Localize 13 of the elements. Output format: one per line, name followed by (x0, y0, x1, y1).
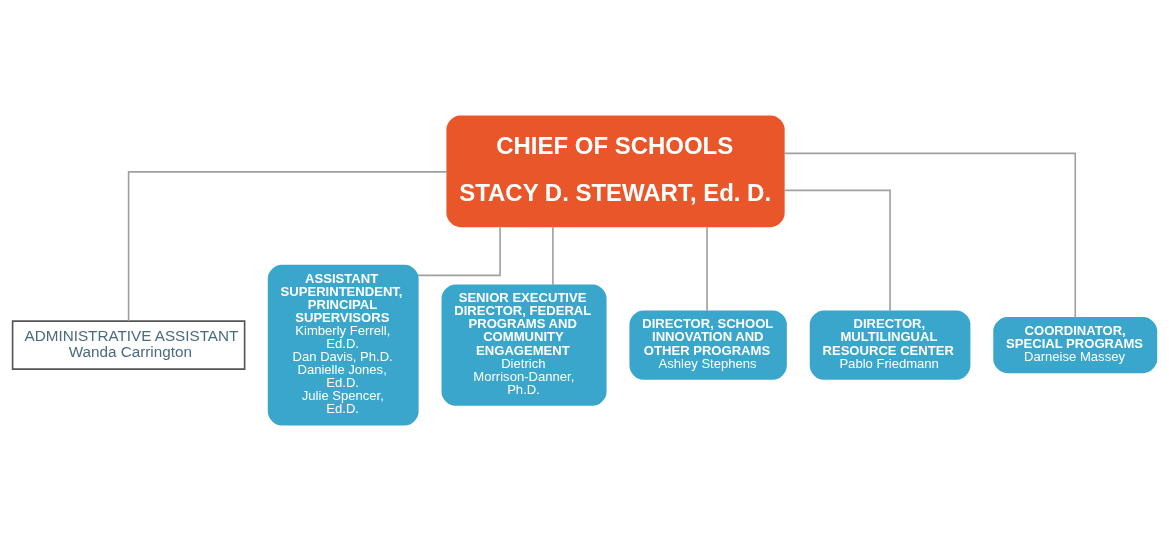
node-box: DIRECTOR, MULTILINGUAL RESOURCE CENTER Pablo Friedmann (809, 310, 971, 380)
node-box: DIRECTOR, SCHOOL INNOVATION AND OTHER PROGRAMS Ashley Stephens (629, 310, 787, 380)
connector (417, 225, 501, 276)
connector (127, 170, 448, 322)
connector (706, 225, 708, 312)
node-box: COORDINATOR, SPECIAL PROGRAMS Darneise Massey (993, 316, 1158, 373)
connector (552, 225, 554, 286)
node-box: SENIOR EXECUTIVE DIRECTOR, FEDERAL PROGRAMS AND COMMUNITY ENGAGEMENT Dietrich Morrison-Danner, Ph.D. (441, 283, 607, 406)
node-box: ASSISTANT SUPERINTENDENT, PRINCIPAL SUPERVISORS Kimberly Ferrell, Ed.D. Dan Davis, Ph.D. Danielle Jones, Ed.D. Julie Spencer, Ed.D. (267, 264, 419, 425)
node-box: CHIEF OF SCHOOLS STACY D. STEWART, Ed. D. (446, 115, 785, 227)
connector (783, 152, 1077, 318)
node-box: ADMINISTRATIVE ASSISTANT Wanda Carrington (11, 319, 246, 370)
connector (783, 189, 891, 312)
